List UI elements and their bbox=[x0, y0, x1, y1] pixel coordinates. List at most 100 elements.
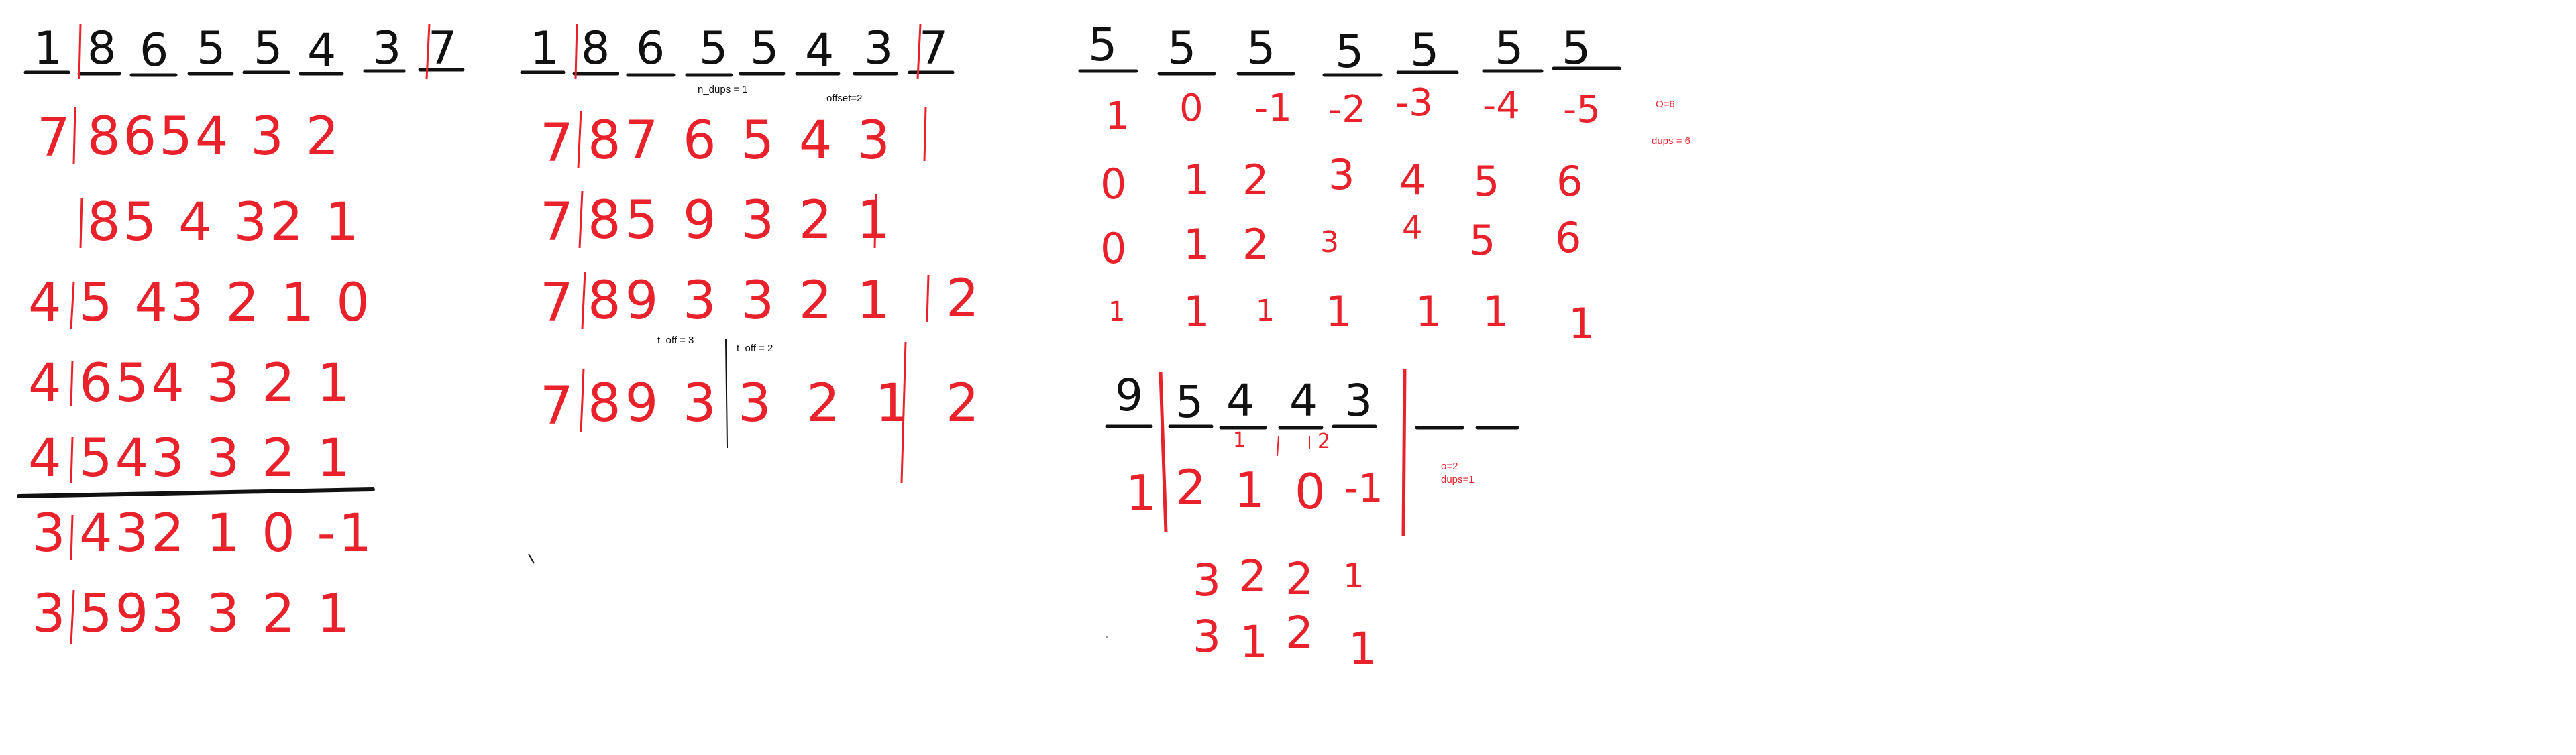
row-extra-value: 2 bbox=[946, 373, 979, 434]
cell-value: -4 bbox=[1483, 84, 1520, 127]
panel-2-rows: 7 87 6 5 4 3 7 85 9 3 2 1 7 89 3 3 2 1 2… bbox=[540, 111, 979, 437]
row-values: 85 9 3 2 1 bbox=[588, 190, 894, 251]
stray-mark bbox=[528, 553, 535, 564]
cell-value: 2 bbox=[1285, 607, 1313, 658]
cell-value: 5 bbox=[1473, 157, 1499, 206]
cell-value: -1 bbox=[1254, 86, 1292, 130]
row-left-value: 7 bbox=[540, 376, 574, 437]
header-digit: 5 bbox=[1088, 19, 1117, 72]
cell-value: 3 bbox=[1193, 611, 1221, 662]
panel-4-red-dividers bbox=[1159, 368, 1407, 537]
cell-value: 1 bbox=[1183, 220, 1210, 269]
cell-value: 4 bbox=[1399, 156, 1426, 205]
cell-value: 1 bbox=[1183, 287, 1210, 336]
panel-1-row-bars bbox=[70, 107, 83, 644]
note-t-off-2: t_off = 2 bbox=[737, 343, 773, 354]
header-digit: 3 bbox=[864, 22, 893, 75]
note-o: O=6 bbox=[1656, 99, 1675, 110]
note-offset: offset=2 bbox=[826, 93, 863, 104]
header-digit: 9 bbox=[1115, 369, 1143, 421]
row-extra-value: 2 bbox=[946, 269, 979, 329]
cell-value: 0 bbox=[1100, 224, 1126, 273]
header-digit: 5 bbox=[1335, 25, 1364, 78]
cell-value: 3 bbox=[1328, 150, 1354, 199]
panel-1-header-digits: 1 8 6 5 5 4 3 7 bbox=[34, 22, 457, 77]
cell-value: 5 bbox=[1469, 216, 1495, 265]
cell-value: 1 bbox=[1483, 287, 1509, 336]
cell-value: 1 bbox=[1326, 287, 1352, 336]
row-left-value: 7 bbox=[540, 273, 574, 333]
panel-4-notes: o=2 dups=1 bbox=[1441, 461, 1474, 485]
header-digit: 1 bbox=[530, 22, 559, 75]
note-o: o=2 bbox=[1441, 461, 1458, 472]
separator-line bbox=[17, 487, 375, 498]
row-left-value: 4 bbox=[28, 273, 62, 333]
note-t-off-3: t_off = 3 bbox=[657, 335, 694, 346]
panel-2-underlines bbox=[520, 70, 955, 77]
header-digit: 1 bbox=[34, 22, 62, 75]
panel-3-row-3: 0 1 2 3 4 5 6 bbox=[1100, 209, 1581, 273]
header-digit: 6 bbox=[140, 24, 168, 77]
cell-value: 1 bbox=[1234, 462, 1265, 518]
note-n-dups: n_dups = 1 bbox=[698, 84, 748, 95]
row-left-value: 4 bbox=[28, 353, 62, 414]
panel-4-small-marks: 1 2 bbox=[1233, 428, 1330, 453]
header-digit: 7 bbox=[919, 22, 948, 75]
header-digit: 5 bbox=[1175, 376, 1203, 428]
panel-3-row-4: 1 1 1 1 1 1 1 bbox=[1108, 287, 1595, 348]
row-values: 432 1 0 -1 bbox=[79, 504, 374, 564]
cell-value: 2 bbox=[1285, 553, 1313, 605]
small-mark: 2 bbox=[1318, 430, 1330, 453]
cell-value: 1 bbox=[1343, 557, 1364, 595]
cell-value: 0 bbox=[1295, 463, 1326, 520]
panel-1-red-dividers bbox=[78, 23, 431, 80]
panel-4-row-2: 3 2 2 1 bbox=[1193, 550, 1364, 606]
cell-value: 1 bbox=[1568, 299, 1595, 348]
cell-value: -2 bbox=[1328, 88, 1366, 131]
panel-2-red-dividers bbox=[574, 23, 922, 80]
header-digit: 3 bbox=[1344, 375, 1373, 426]
header-digit: 5 bbox=[197, 22, 225, 75]
cell-value: 1 bbox=[1183, 156, 1210, 205]
cell-value: 0 bbox=[1100, 160, 1126, 209]
cell-value: 6 bbox=[1555, 213, 1581, 262]
cell-value: 6 bbox=[1556, 157, 1582, 206]
row-left-value: 7 bbox=[540, 192, 574, 253]
small-mark: 1 bbox=[1233, 428, 1246, 452]
cell-value: -3 bbox=[1395, 81, 1433, 125]
panel-2-row-bars bbox=[577, 107, 930, 483]
header-digit: 8 bbox=[581, 22, 610, 75]
cell-value: -1 bbox=[1344, 465, 1383, 511]
header-digit: 4 bbox=[1289, 375, 1318, 426]
panel-1: 1 8 6 5 5 4 3 7 7 8654 3 2 85 4 32 1 bbox=[17, 22, 465, 644]
row-left-value: 7 bbox=[540, 113, 574, 174]
cell-value: 0 bbox=[1179, 86, 1203, 130]
panel-2: 1 8 6 5 5 4 3 7 n_dups = 1 offset=2 t_of bbox=[520, 22, 979, 564]
panel-1-underlines bbox=[23, 68, 465, 77]
cell-value: 1 bbox=[1240, 616, 1268, 668]
cell-value: 2 bbox=[1242, 220, 1269, 269]
row-values: 8654 3 2 bbox=[87, 107, 341, 167]
row-values: 543 3 2 1 bbox=[79, 428, 353, 489]
header-digit: 6 bbox=[636, 22, 665, 75]
row-values: 87 6 5 4 3 bbox=[588, 111, 894, 171]
row-values: 89 3 3 2 1 bbox=[588, 271, 894, 331]
row-left-value: 7 bbox=[37, 108, 70, 168]
panel-4: 9 5 4 4 3 1 2 1 2 1 bbox=[1105, 368, 1519, 675]
cell-value: -5 bbox=[1563, 88, 1601, 131]
header-digit: 5 bbox=[1246, 22, 1275, 75]
header-digit: 4 bbox=[307, 24, 336, 77]
cell-value: 2 bbox=[1175, 459, 1206, 516]
panel-4-header-digits: 9 5 4 4 3 bbox=[1115, 369, 1373, 428]
panel-4-underlines bbox=[1105, 424, 1519, 430]
row-left-value: 3 bbox=[32, 504, 66, 564]
panel-3-row-1: 1 0 -1 -2 -3 -4 -5 bbox=[1106, 81, 1601, 138]
cell-value: 3 bbox=[1320, 225, 1339, 259]
cell-value: 1 bbox=[1108, 296, 1125, 327]
header-digit: 4 bbox=[805, 24, 834, 77]
header-digit: 5 bbox=[750, 22, 779, 75]
note-dups: dups=1 bbox=[1441, 474, 1474, 485]
panel-3-underlines bbox=[1078, 66, 1621, 77]
panel-4-small-bars bbox=[1277, 435, 1310, 457]
